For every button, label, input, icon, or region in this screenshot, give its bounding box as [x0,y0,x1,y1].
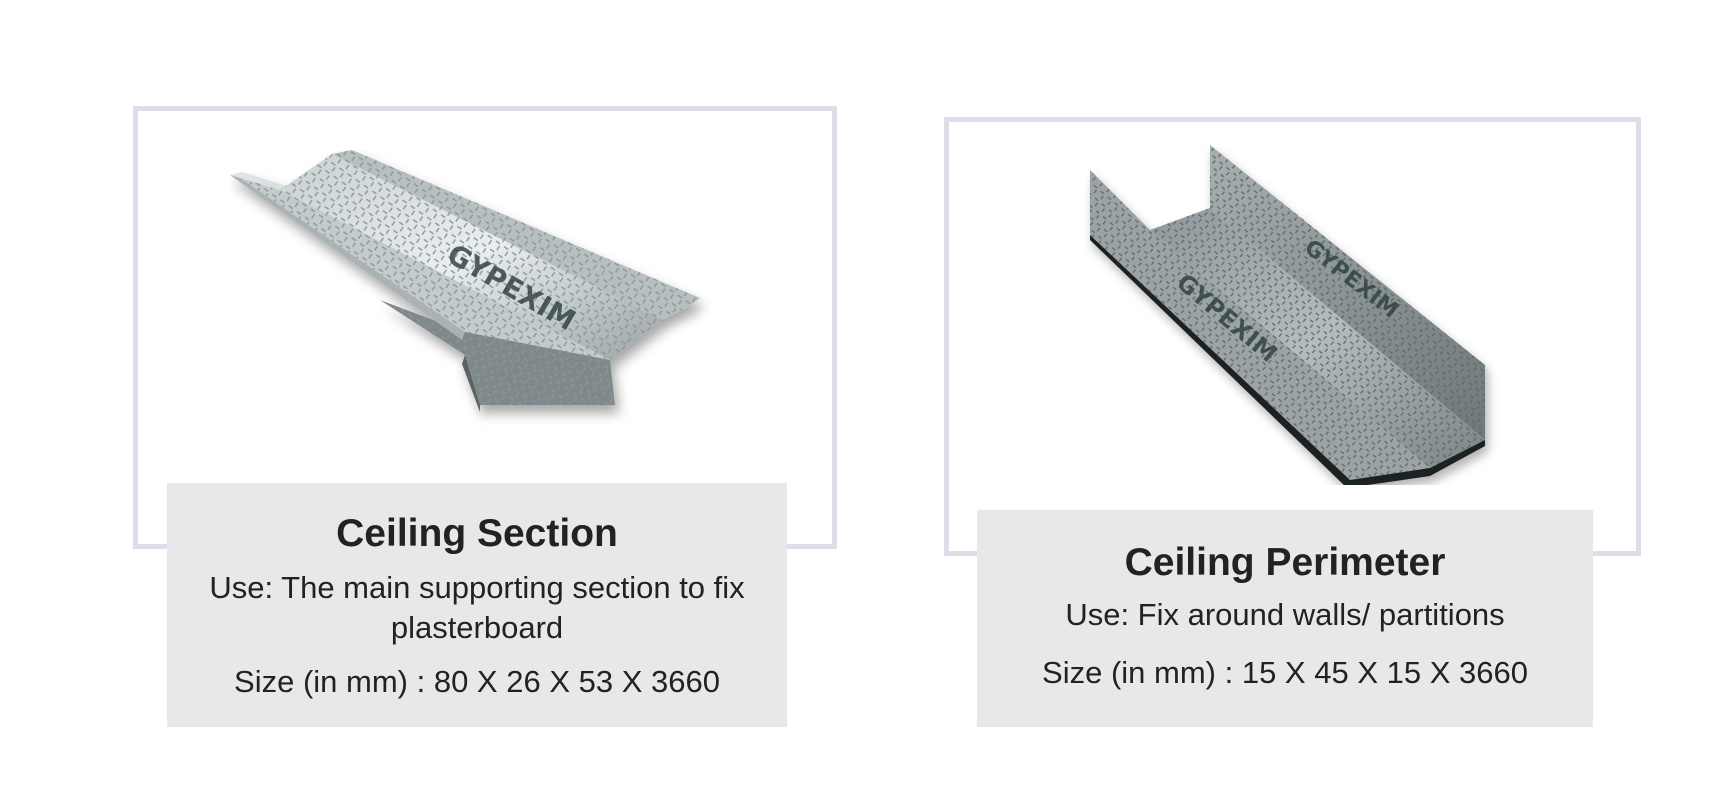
product-size: Size (in mm) : 80 X 26 X 53 X 3660 [234,663,720,699]
product-title: Ceiling Perimeter [1124,541,1446,584]
product-use-description: Use: Fix around walls/ partitions [1065,596,1505,632]
product-title: Ceiling Section [336,512,618,555]
ceiling-section-image: GYPEXIM [230,150,700,412]
product-size: Size (in mm) : 15 X 45 X 15 X 3660 [1042,654,1528,690]
product-caption: Ceiling Section Use: The main supporting… [167,483,787,727]
ceiling-perimeter-image: GYPEXIM GYPEXIM [1090,145,1485,485]
product-use-description: Use: The main supporting section to fix … [209,569,745,645]
product-caption: Ceiling Perimeter Use: Fix around walls/… [977,510,1593,727]
